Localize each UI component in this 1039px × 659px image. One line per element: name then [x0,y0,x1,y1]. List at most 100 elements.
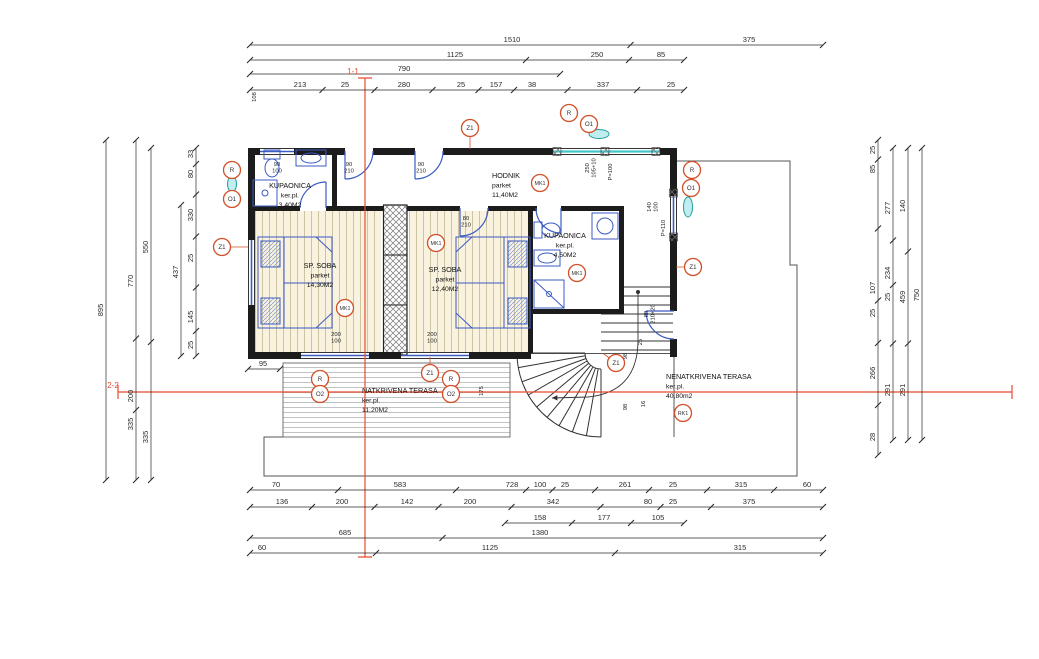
room-name: SP. SOBA [429,265,462,274]
shower-tray [252,179,278,207]
dimension-value: 25 [667,80,675,89]
marker-circle-o1 [681,178,701,198]
dimension-tick [510,86,518,94]
dimension-tick [429,86,436,94]
opening-dimension: 98 [623,353,629,359]
dimension-value: 315 [734,543,747,552]
room-area: 12,40M2 [432,286,459,293]
marker-label: O2 [447,391,456,398]
marker-circle-r [222,160,242,180]
dimension-tick [192,327,200,335]
marker-label: MK1 [339,306,350,312]
opening-dim-value: 100 [331,339,341,345]
dimension-tick [177,352,185,360]
opening-dim-value: 90 [274,162,280,168]
dimension-tick [177,201,185,209]
marker-label: R [690,167,695,174]
room-name: NATKRIVENA TERASA [362,386,438,395]
dimension-tick [627,41,634,49]
marker-label: O1 [585,121,594,128]
opening-dimension: 98 [623,404,629,410]
dimension-tick [501,519,509,527]
window-end-blocks [552,147,678,242]
dimension-tick [874,339,882,347]
dimension-tick [246,70,254,78]
marker-circle-o2 [441,384,461,404]
dimension-tick [591,486,599,494]
room-name: SP. SOBA [304,261,337,270]
dimension-value: 315 [735,480,748,489]
dimension-value: 25 [186,254,195,262]
dimension-tick [770,486,778,494]
dimension-tick [192,144,200,152]
dimension-tick [192,284,200,291]
opening-dim-value: 250 [585,163,591,173]
bed-2 [455,236,531,329]
dimension-value: 1125 [482,543,498,552]
dimension-tick [904,340,912,347]
dimension-tick [371,86,378,94]
dimension-value: 200 [336,497,349,506]
dimension-tick [132,335,140,342]
dimension-tick [904,436,912,444]
opening-dim-value: 210+20 [651,304,657,324]
washer-drum [596,217,614,235]
dimension-tick [475,86,482,94]
furniture [252,149,619,329]
toilet-2-tank [533,221,543,239]
marker-circle-z1 [683,257,703,277]
room-material: parket [436,277,455,284]
dimension-tick [522,56,530,64]
bathroom-1-fixtures [252,149,327,207]
dimension-tick [147,144,155,152]
dimension-tick [147,338,155,346]
stair-radial-treads [518,355,599,436]
opening-dimension: P=110 [661,220,667,237]
marker-circle-o2 [310,384,330,404]
dimension-value: 213 [294,80,307,89]
doors [299,150,675,340]
dimension-tick [246,486,254,494]
dimension-tick [819,534,827,542]
staircase [516,286,673,438]
dimension-value: 70 [272,480,280,489]
dimension-tick [244,365,252,373]
shaft [382,204,408,356]
dimension-tick [874,297,882,304]
room-material: parket [311,273,330,280]
opening-dim-value: P=100 [608,164,614,181]
room-area: 14,30M2 [307,282,334,289]
dimension-value: 1125 [447,50,463,59]
dimension-tick [874,225,882,232]
marker-label: RK1 [678,411,689,417]
section-line-1-1 [358,77,372,558]
dimension-value: 33 [186,150,195,158]
dimension-value: 291 [898,384,907,397]
dimension-value: 261 [619,480,632,489]
dimension-tick [904,144,912,152]
marker-circle-z1 [460,118,480,138]
marker-label: Z1 [612,360,620,367]
dimension-value: 105 [652,513,665,522]
dimension-value: 280 [398,80,411,89]
marker-circle-o1 [579,114,599,134]
shower-2-tray [533,279,565,309]
marker-label: R [567,110,572,117]
dimension-tick [918,436,926,444]
marker-circle-z1 [606,353,626,373]
dimension-tick [522,486,530,494]
opening-dimension: 16 [641,401,647,407]
dimension-tick [435,503,442,511]
dimension-tick [276,365,284,373]
bathroom-2-fixtures [533,212,619,309]
marker-label: MK1 [430,241,441,247]
dimension-tick [904,248,912,255]
dimension-tick [508,503,515,511]
